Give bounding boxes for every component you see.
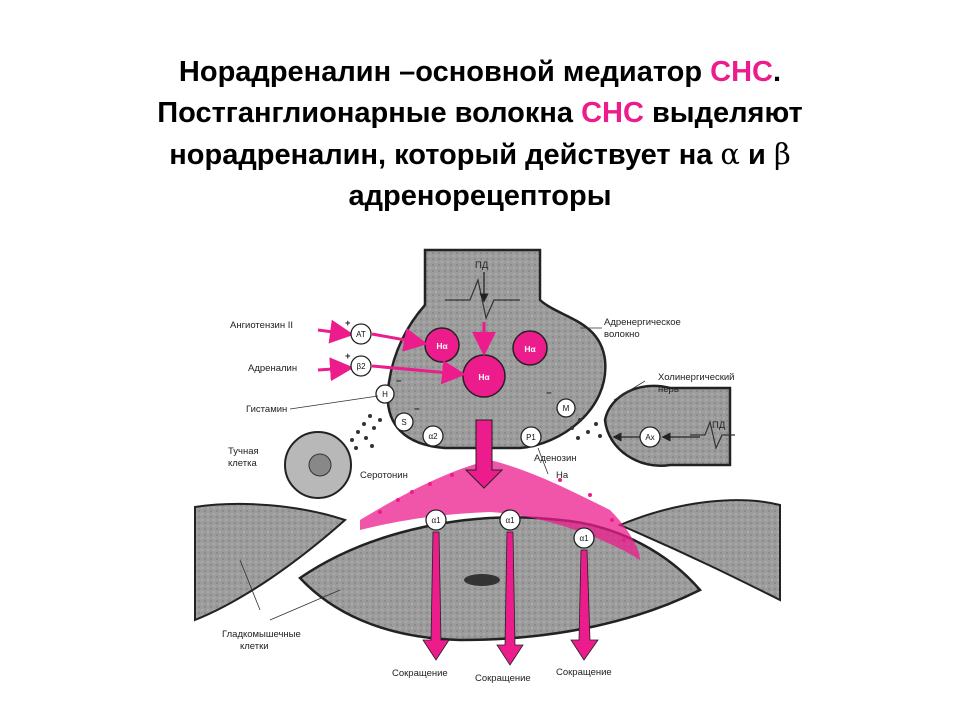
title-line-1: Норадреналин –основной медиатор СНС. [178,56,782,88]
plus-sign: + [345,351,351,362]
label-adrenergic-1: Адренергическое [604,317,681,328]
label-cholinergic-1: Холинергический [658,372,735,383]
alpha-symbol: α [720,137,740,171]
receptor-m [556,398,576,418]
svg-text:α1: α1 [431,516,441,525]
varicosity [386,248,607,450]
svg-text:H: H [382,390,388,399]
svg-text:P1: P1 [526,433,536,442]
svg-text:α1: α1 [505,516,515,525]
label-mast-cell-2: клетка [228,458,257,469]
slide-title: Норадреналин –основной медиатор СНС. Пос… [0,52,960,217]
receptor-alpha2 [422,425,444,447]
receptor-alpha1-b [499,509,521,531]
receptor-alpha1-a [425,509,447,531]
label-adenosin: Аденозин [534,453,577,464]
svg-text:M: M [563,404,570,413]
label-serotonin: Серотонин [360,470,408,481]
cholinergic-signal-trace [690,419,735,450]
minus-sign: − [414,404,420,415]
center-muscle-cell [298,516,702,642]
title-line-3: норадреналин, который действует на α и β [169,137,791,171]
receptor-beta2 [350,355,372,377]
mast-cell-nucleus [308,453,332,477]
label-smooth-muscle-1: Гладкомышечные [222,629,301,640]
vesicle-left-label: Hα [436,341,448,351]
label-histamin: Гистамин [246,404,287,415]
left-muscle-cell [194,502,347,622]
svg-text:β2: β2 [356,362,366,371]
receptor-h [375,384,395,404]
receptor-at [350,323,372,345]
minus-sign: − [546,388,552,399]
receptor-alpha1-c [573,527,595,549]
vesicle-center-label: Hα [478,372,490,382]
vesicle-right-label: Hα [524,344,536,354]
minus-sign: − [396,376,402,387]
contraction-arrow-2 [496,531,524,666]
cell-nucleus [464,574,500,586]
right-muscle-cell [617,499,781,602]
label-contraction-3: Сокращение [556,667,612,678]
label-smooth-muscle-2: клетки [240,641,269,652]
contraction-arrows [422,531,599,666]
svg-text:α1: α1 [579,534,589,543]
receptor-p1 [520,426,542,448]
receptor-s [394,412,414,432]
cholinergic-granules [570,418,602,440]
vesicles: Hα Hα Hα [424,327,548,398]
mast-cell-granules [350,414,382,450]
receptors: AT β2 H S α2 P1 M Ax α1 α1 α1 [350,323,661,549]
arrow-angiotensin-to-at [317,319,354,344]
plus-sign: + [345,318,351,329]
arrow-beta2-to-vesicle [371,360,466,385]
svg-text:AT: AT [356,330,366,339]
label-na: На [556,470,569,481]
modulation-signs: + + − − − [345,318,552,415]
label-cholinergic-2: нерв [658,384,679,395]
mast-cell [284,414,382,499]
signal-arrows [317,319,496,385]
label-contraction-1: Сокращение [392,668,448,679]
label-angiotensin: Ангиотензин II [230,320,293,331]
svg-text:Ax: Ax [645,433,654,442]
release-arrow [464,419,504,489]
svg-text:α2: α2 [428,432,438,441]
cholinergic-nerve [570,384,735,468]
sns-highlight: СНС [581,97,644,129]
smooth-muscle-cells [194,499,781,642]
contraction-arrow-1 [422,531,450,661]
sns-highlight: СНС [710,56,773,88]
black-arrows [479,272,700,442]
svg-text:S: S [401,418,406,427]
arrow-at-to-vesicle [371,328,428,352]
beta-symbol: β [773,137,791,171]
contraction-arrow-3 [570,549,599,661]
label-mast-cell-1: Тучная [228,446,259,457]
cholinergic-terminal [603,384,732,468]
leader-lines [239,327,646,621]
label-pd-right: ПД [712,420,726,431]
noradrenaline-release-cloud [360,460,640,560]
diagram-labels: Ангиотензин II Адреналин Гистамин Тучная… [222,260,735,684]
label-adrenalin: Адреналин [248,363,297,374]
vesicle-right [512,330,548,366]
title-line-4: адренорецепторы [348,180,612,212]
label-contraction-2: Сокращение [475,673,531,684]
title-line-2: Постганглионарные волокна СНС выделяют [157,97,803,129]
label-pd-top: ПД [475,260,489,271]
label-adrenergic-2: волокно [604,329,640,340]
adrenergic-fiber [386,248,607,450]
arrow-adrenalin-to-beta2 [317,357,354,382]
